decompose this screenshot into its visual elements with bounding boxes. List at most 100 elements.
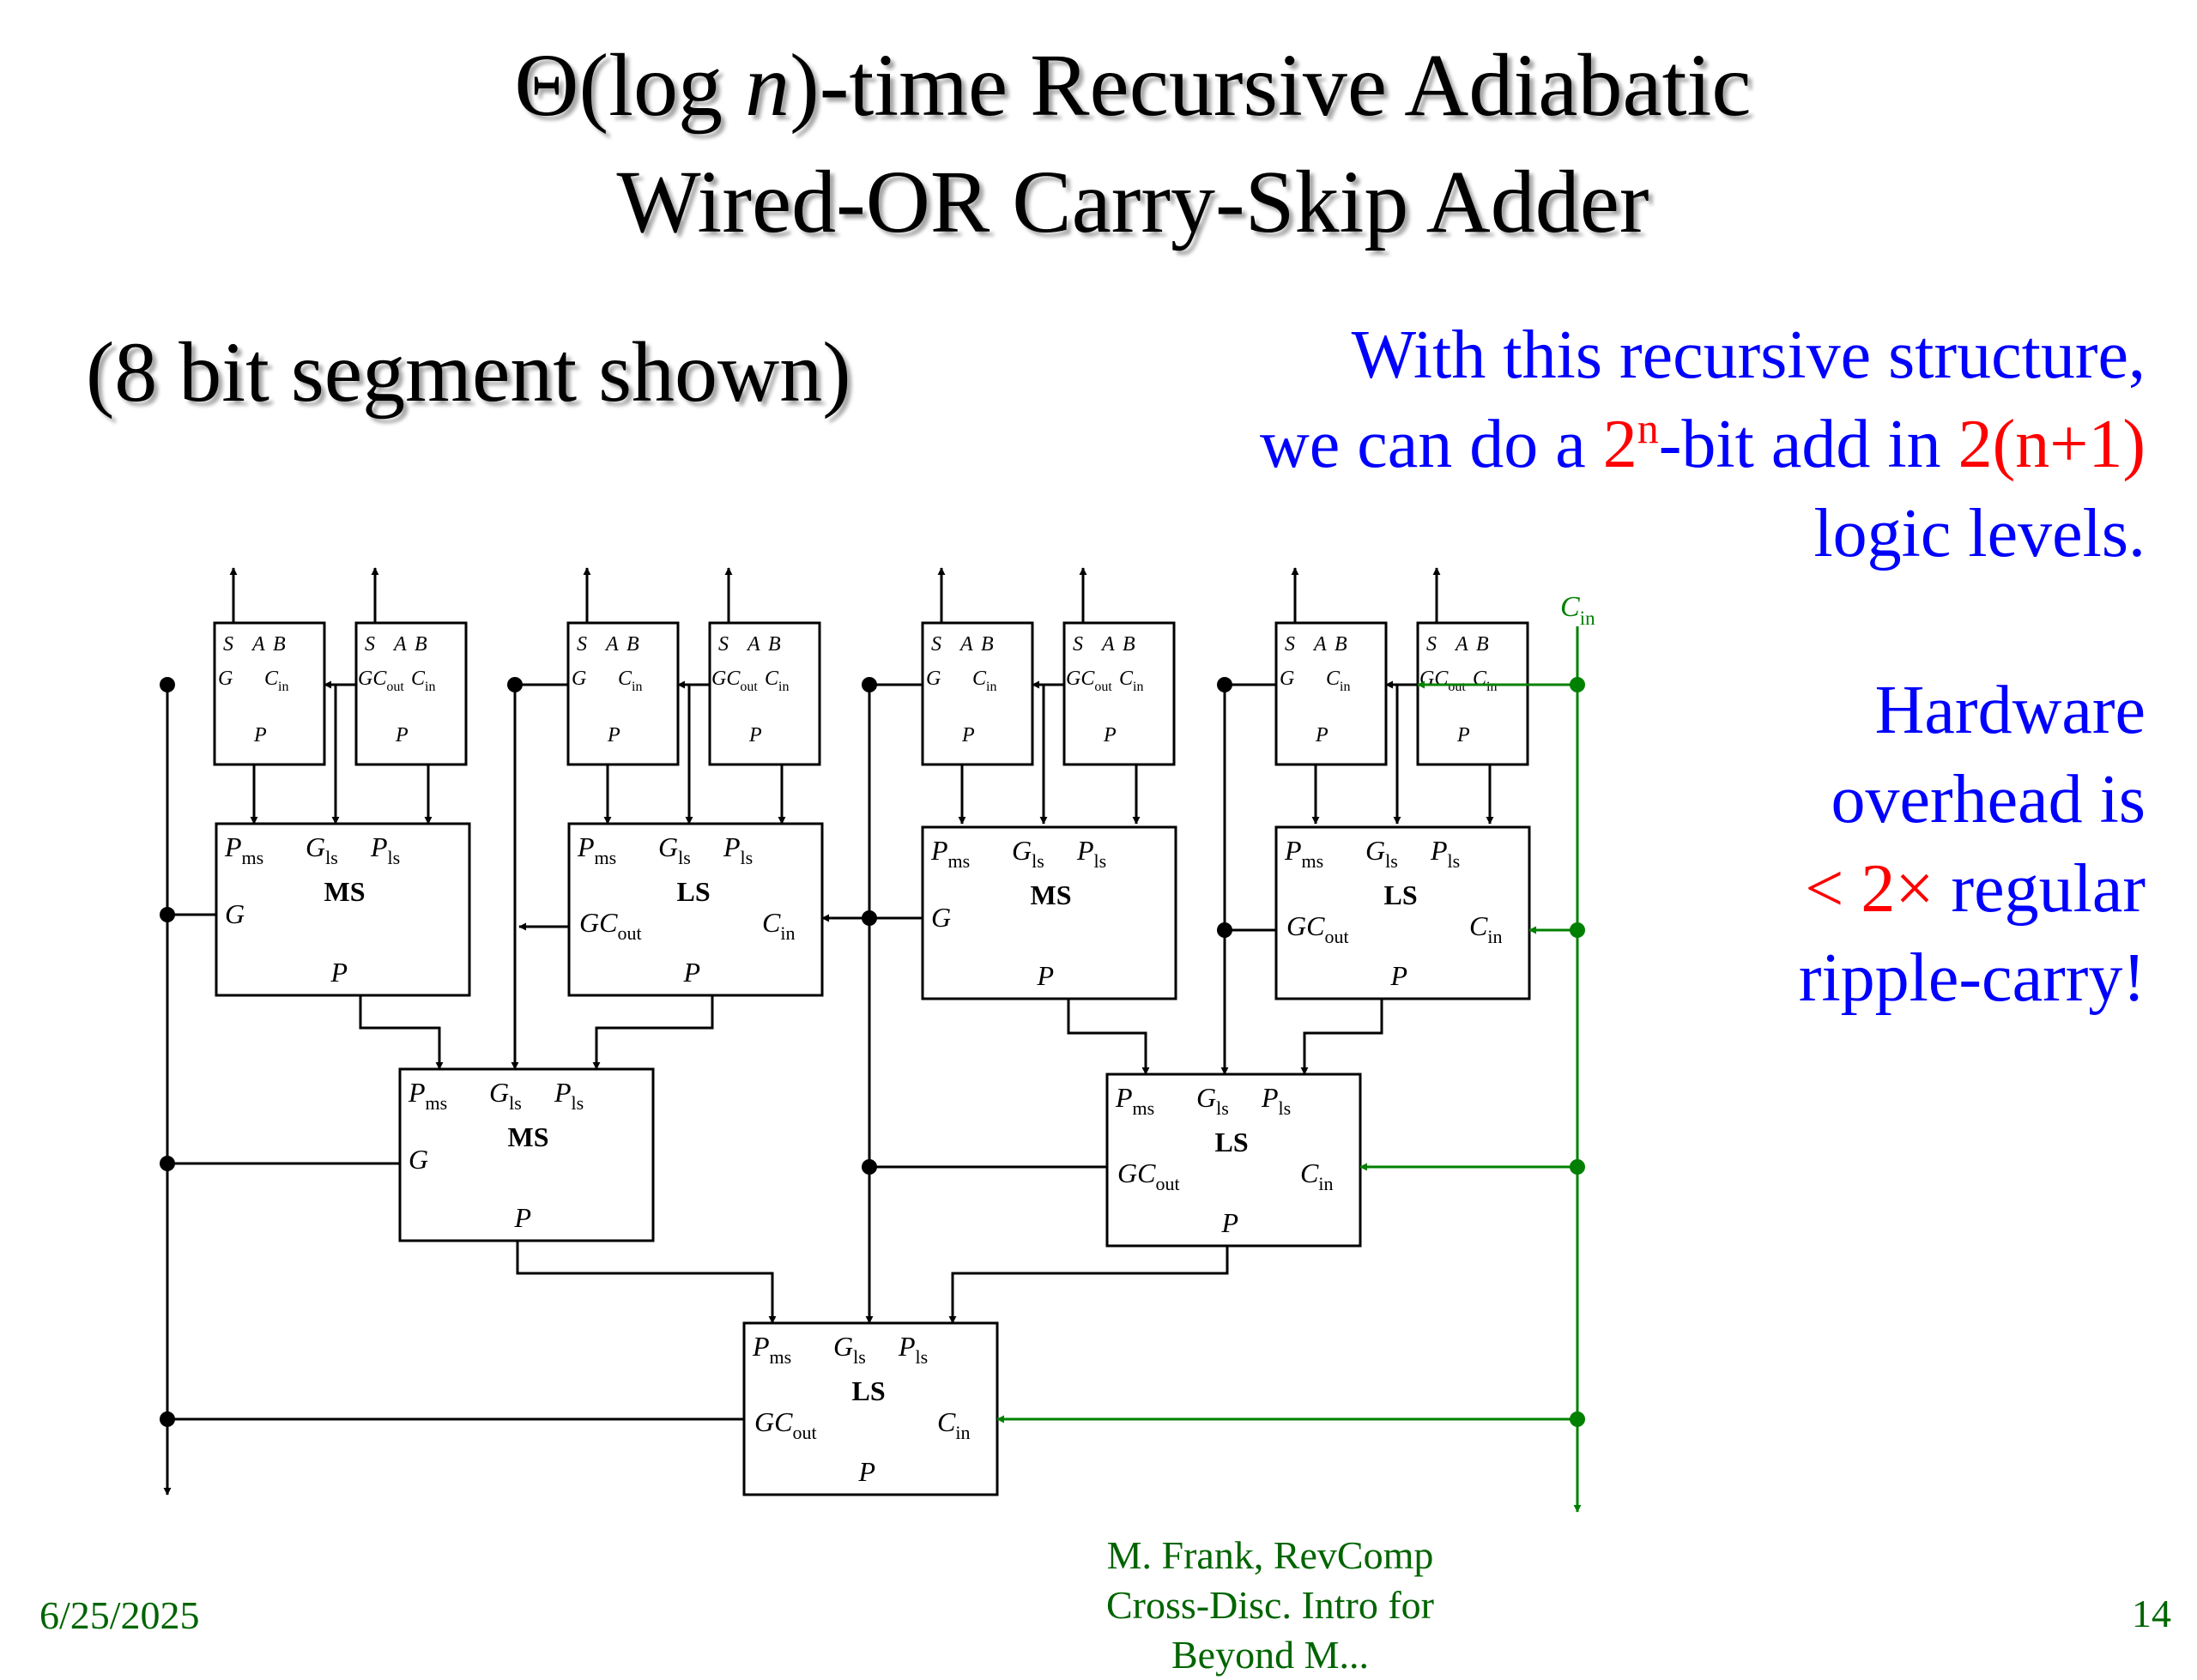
block-label-gls: Gls (1012, 835, 1044, 872)
cell-label-cin: Cin (411, 668, 435, 694)
block-type-label: MS (1031, 879, 1072, 910)
cell-label-gcout: GCout (711, 668, 758, 694)
cell-label-p: P (395, 724, 409, 746)
note-recursive-structure: With this recursive structure, we can do… (1259, 317, 2146, 571)
block-label-pms: Pms (930, 835, 970, 872)
cell-label-cin: Cin (972, 668, 996, 694)
level1-block-ls (1274, 825, 1531, 1000)
block-label-gls: Gls (306, 831, 338, 868)
cell-label-a: A (746, 633, 760, 656)
block-label-p: P (1221, 1207, 1239, 1238)
cell-label-p: P (607, 724, 620, 746)
block-type-label: MS (508, 1121, 549, 1152)
bit-cell (921, 621, 1034, 766)
cell-label-cin: Cin (618, 668, 642, 694)
cell-label-b: B (626, 633, 639, 656)
carry-in-junction-dot (1570, 677, 1585, 692)
cell-label-b: B (981, 633, 994, 656)
cell-label-p: P (1315, 724, 1328, 746)
block-label-pls: Pls (1261, 1082, 1291, 1119)
block-label-gcout: GCout (754, 1406, 817, 1443)
block-label-gls: Gls (833, 1331, 866, 1368)
cell-label-cin: Cin (765, 668, 789, 694)
block-label-pls: Pls (898, 1331, 928, 1368)
block-label-pms: Pms (577, 831, 616, 868)
cell-label-cin: Cin (1326, 668, 1350, 694)
p-to-level2-arrow (359, 995, 444, 1070)
cell-label-cin: Cin (1119, 668, 1143, 694)
title-line-1: Θ(log n)-time Recursive Adiabatic (514, 36, 1752, 135)
level1-block-ms (215, 822, 471, 997)
junction-dot (1217, 677, 1232, 692)
level1-block-ls (567, 822, 824, 997)
page-number: 14 (2132, 1592, 2171, 1635)
cell-label-s: S (577, 633, 587, 656)
block-label-gls: Gls (658, 831, 691, 868)
block-label-pms: Pms (752, 1331, 791, 1368)
junction-dot (862, 677, 877, 692)
block-label-pms: Pms (1115, 1082, 1154, 1119)
cell-label-s: S (1426, 633, 1437, 656)
note-hardware-overhead: Hardware overhead is < 2× regular ripple… (1798, 673, 2146, 1016)
carry-in-junction-dot (1570, 922, 1585, 938)
cell-label-s: S (1073, 633, 1083, 656)
block-label-gcout: GCout (1286, 910, 1349, 947)
cell-label-p: P (253, 724, 267, 746)
cell-label-p: P (1456, 724, 1470, 746)
block-label-p: P (514, 1202, 532, 1233)
junction-dot (160, 1156, 175, 1171)
block-label-pms: Pms (224, 831, 263, 868)
level2-block-ls (1105, 1073, 1362, 1248)
block-type-label: LS (677, 876, 711, 907)
footer-date: 6/25/2025 (39, 1593, 200, 1637)
cell-label-a: A (1454, 633, 1468, 656)
block-label-g: G (225, 898, 245, 929)
block-label-p: P (858, 1456, 876, 1487)
block-label-g: G (931, 902, 951, 933)
block-label-pls: Pls (370, 831, 400, 868)
cell-label-cin: Cin (264, 668, 288, 694)
cell-label-g: G (1280, 668, 1294, 690)
p-to-level2-arrow (592, 995, 714, 1070)
block-label-p: P (330, 957, 348, 988)
cell-label-a: A (959, 633, 973, 656)
cell-label-b: B (768, 633, 781, 656)
block-label-cin: Cin (1469, 910, 1502, 947)
bit-cell (213, 621, 326, 766)
cell-label-s: S (223, 633, 233, 656)
level3-block-ls (742, 1321, 999, 1496)
block-label-gls: Gls (1196, 1082, 1229, 1119)
cell-label-g: G (926, 668, 941, 690)
cell-label-b: B (1123, 633, 1135, 656)
block-label-p: P (1390, 960, 1408, 991)
cell-label-gcout: GCout (1066, 668, 1112, 694)
cell-label-b: B (273, 633, 286, 656)
block-label-gls: Gls (489, 1077, 522, 1114)
bit-cell (1416, 621, 1529, 766)
block-label-cin: Cin (937, 1406, 970, 1443)
block-label-gcout: GCout (579, 907, 642, 944)
block-label-p: P (1037, 960, 1055, 991)
block-label-pms: Pms (1284, 835, 1323, 872)
cell-label-gcout: GCout (358, 668, 404, 694)
cell-label-a: A (1312, 633, 1327, 656)
level2-block-ms (398, 1067, 655, 1242)
bit-cell (708, 621, 821, 766)
block-label-pls: Pls (554, 1077, 584, 1114)
cell-label-b: B (1476, 633, 1489, 656)
cell-label-a: A (1100, 633, 1115, 656)
carry-in-junction-dot (1570, 1411, 1585, 1427)
cell-label-a: A (604, 633, 619, 656)
block-label-pms: Pms (408, 1077, 447, 1114)
p-to-level3-arrow (948, 1246, 1229, 1324)
bit-cell (1274, 621, 1388, 766)
carry-in-label: Cin (1560, 591, 1595, 629)
junction-dot (1217, 922, 1232, 938)
block-type-label: LS (1215, 1127, 1249, 1157)
junction-dot (507, 677, 523, 692)
block-label-cin: Cin (762, 907, 795, 944)
cell-label-s: S (718, 633, 729, 656)
cell-label-p: P (748, 724, 762, 746)
bit-cell (566, 621, 680, 766)
block-label-gcout: GCout (1117, 1157, 1180, 1194)
